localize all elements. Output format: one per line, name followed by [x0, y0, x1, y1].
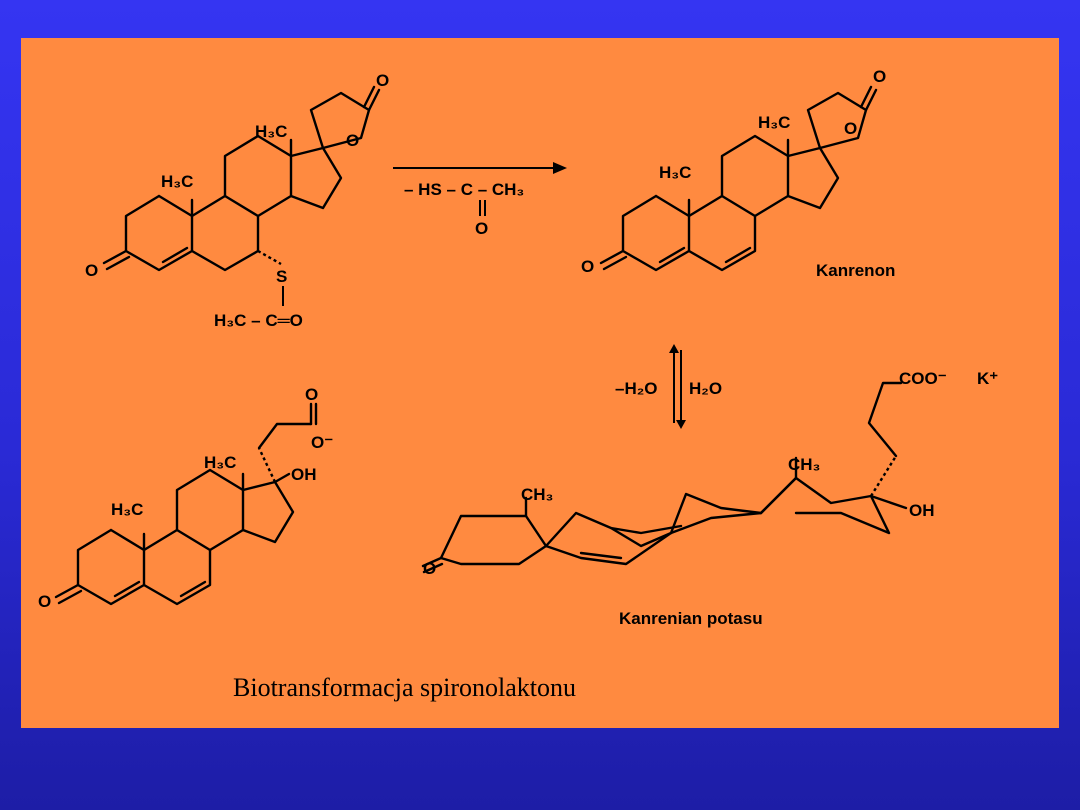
- o-ketone: O: [423, 559, 436, 578]
- ch3-c19: H₃C: [161, 172, 193, 191]
- ch3-c19: H₃C: [659, 163, 691, 182]
- o-lactone-carbonyl: O: [873, 67, 886, 86]
- reaction-scheme: O O O S H₃C – C═O H₃C H₃C – HS – C – CH₃…: [38, 67, 998, 702]
- o-carbonyl: O: [305, 385, 318, 404]
- ch3-c19: H₃C: [111, 500, 143, 519]
- o-lactone-carbonyl: O: [376, 71, 389, 90]
- sulfur-label: S: [276, 267, 287, 286]
- o-lactone-ring: O: [844, 119, 857, 138]
- kanrenon-name: Kanrenon: [816, 261, 895, 280]
- kanrenoate-structure: O O⁻ OH O H₃C H₃C: [38, 385, 333, 611]
- o-ketone: O: [581, 257, 594, 276]
- o-minus: O⁻: [311, 433, 333, 452]
- reagent-oxygen: O: [475, 219, 488, 238]
- ch3-c19: CH₃: [521, 485, 553, 504]
- hydroxyl: OH: [291, 465, 317, 484]
- minus-water: –H₂O: [615, 379, 658, 398]
- o-lactone-ring: O: [346, 131, 359, 150]
- kanrenian-potasu-structure: COO⁻ K⁺ CH₃ CH₃ OH O Kanrenian potasu: [421, 369, 998, 628]
- ch3-c18: CH₃: [788, 455, 820, 474]
- ch3-c18: H₃C: [255, 122, 287, 141]
- kanrenian-potasu-name: Kanrenian potasu: [619, 609, 763, 628]
- content-panel: O O O S H₃C – C═O H₃C H₃C – HS – C – CH₃…: [21, 38, 1059, 728]
- slide-caption: Biotransformacja spironolaktonu: [233, 673, 576, 702]
- equilibrium-arrows: –H₂O H₂O: [615, 344, 722, 429]
- reaction-arrow: – HS – C – CH₃ O: [393, 162, 567, 238]
- ch3-c18: H₃C: [758, 113, 790, 132]
- plus-water: H₂O: [689, 379, 722, 398]
- o-ketone: O: [85, 261, 98, 280]
- ch3-c18: H₃C: [204, 453, 236, 472]
- spironolactone-structure: O O O S H₃C – C═O H₃C H₃C: [85, 71, 389, 330]
- acetyl-group: H₃C – C═O: [214, 311, 303, 330]
- potassium: K⁺: [977, 369, 998, 388]
- carboxylate: COO⁻: [899, 369, 947, 388]
- hydroxyl: OH: [909, 501, 935, 520]
- reagent-label: – HS – C – CH₃: [404, 180, 524, 199]
- kanrenon-structure: O O O H₃C H₃C Kanrenon: [581, 67, 895, 280]
- o-ketone: O: [38, 592, 51, 611]
